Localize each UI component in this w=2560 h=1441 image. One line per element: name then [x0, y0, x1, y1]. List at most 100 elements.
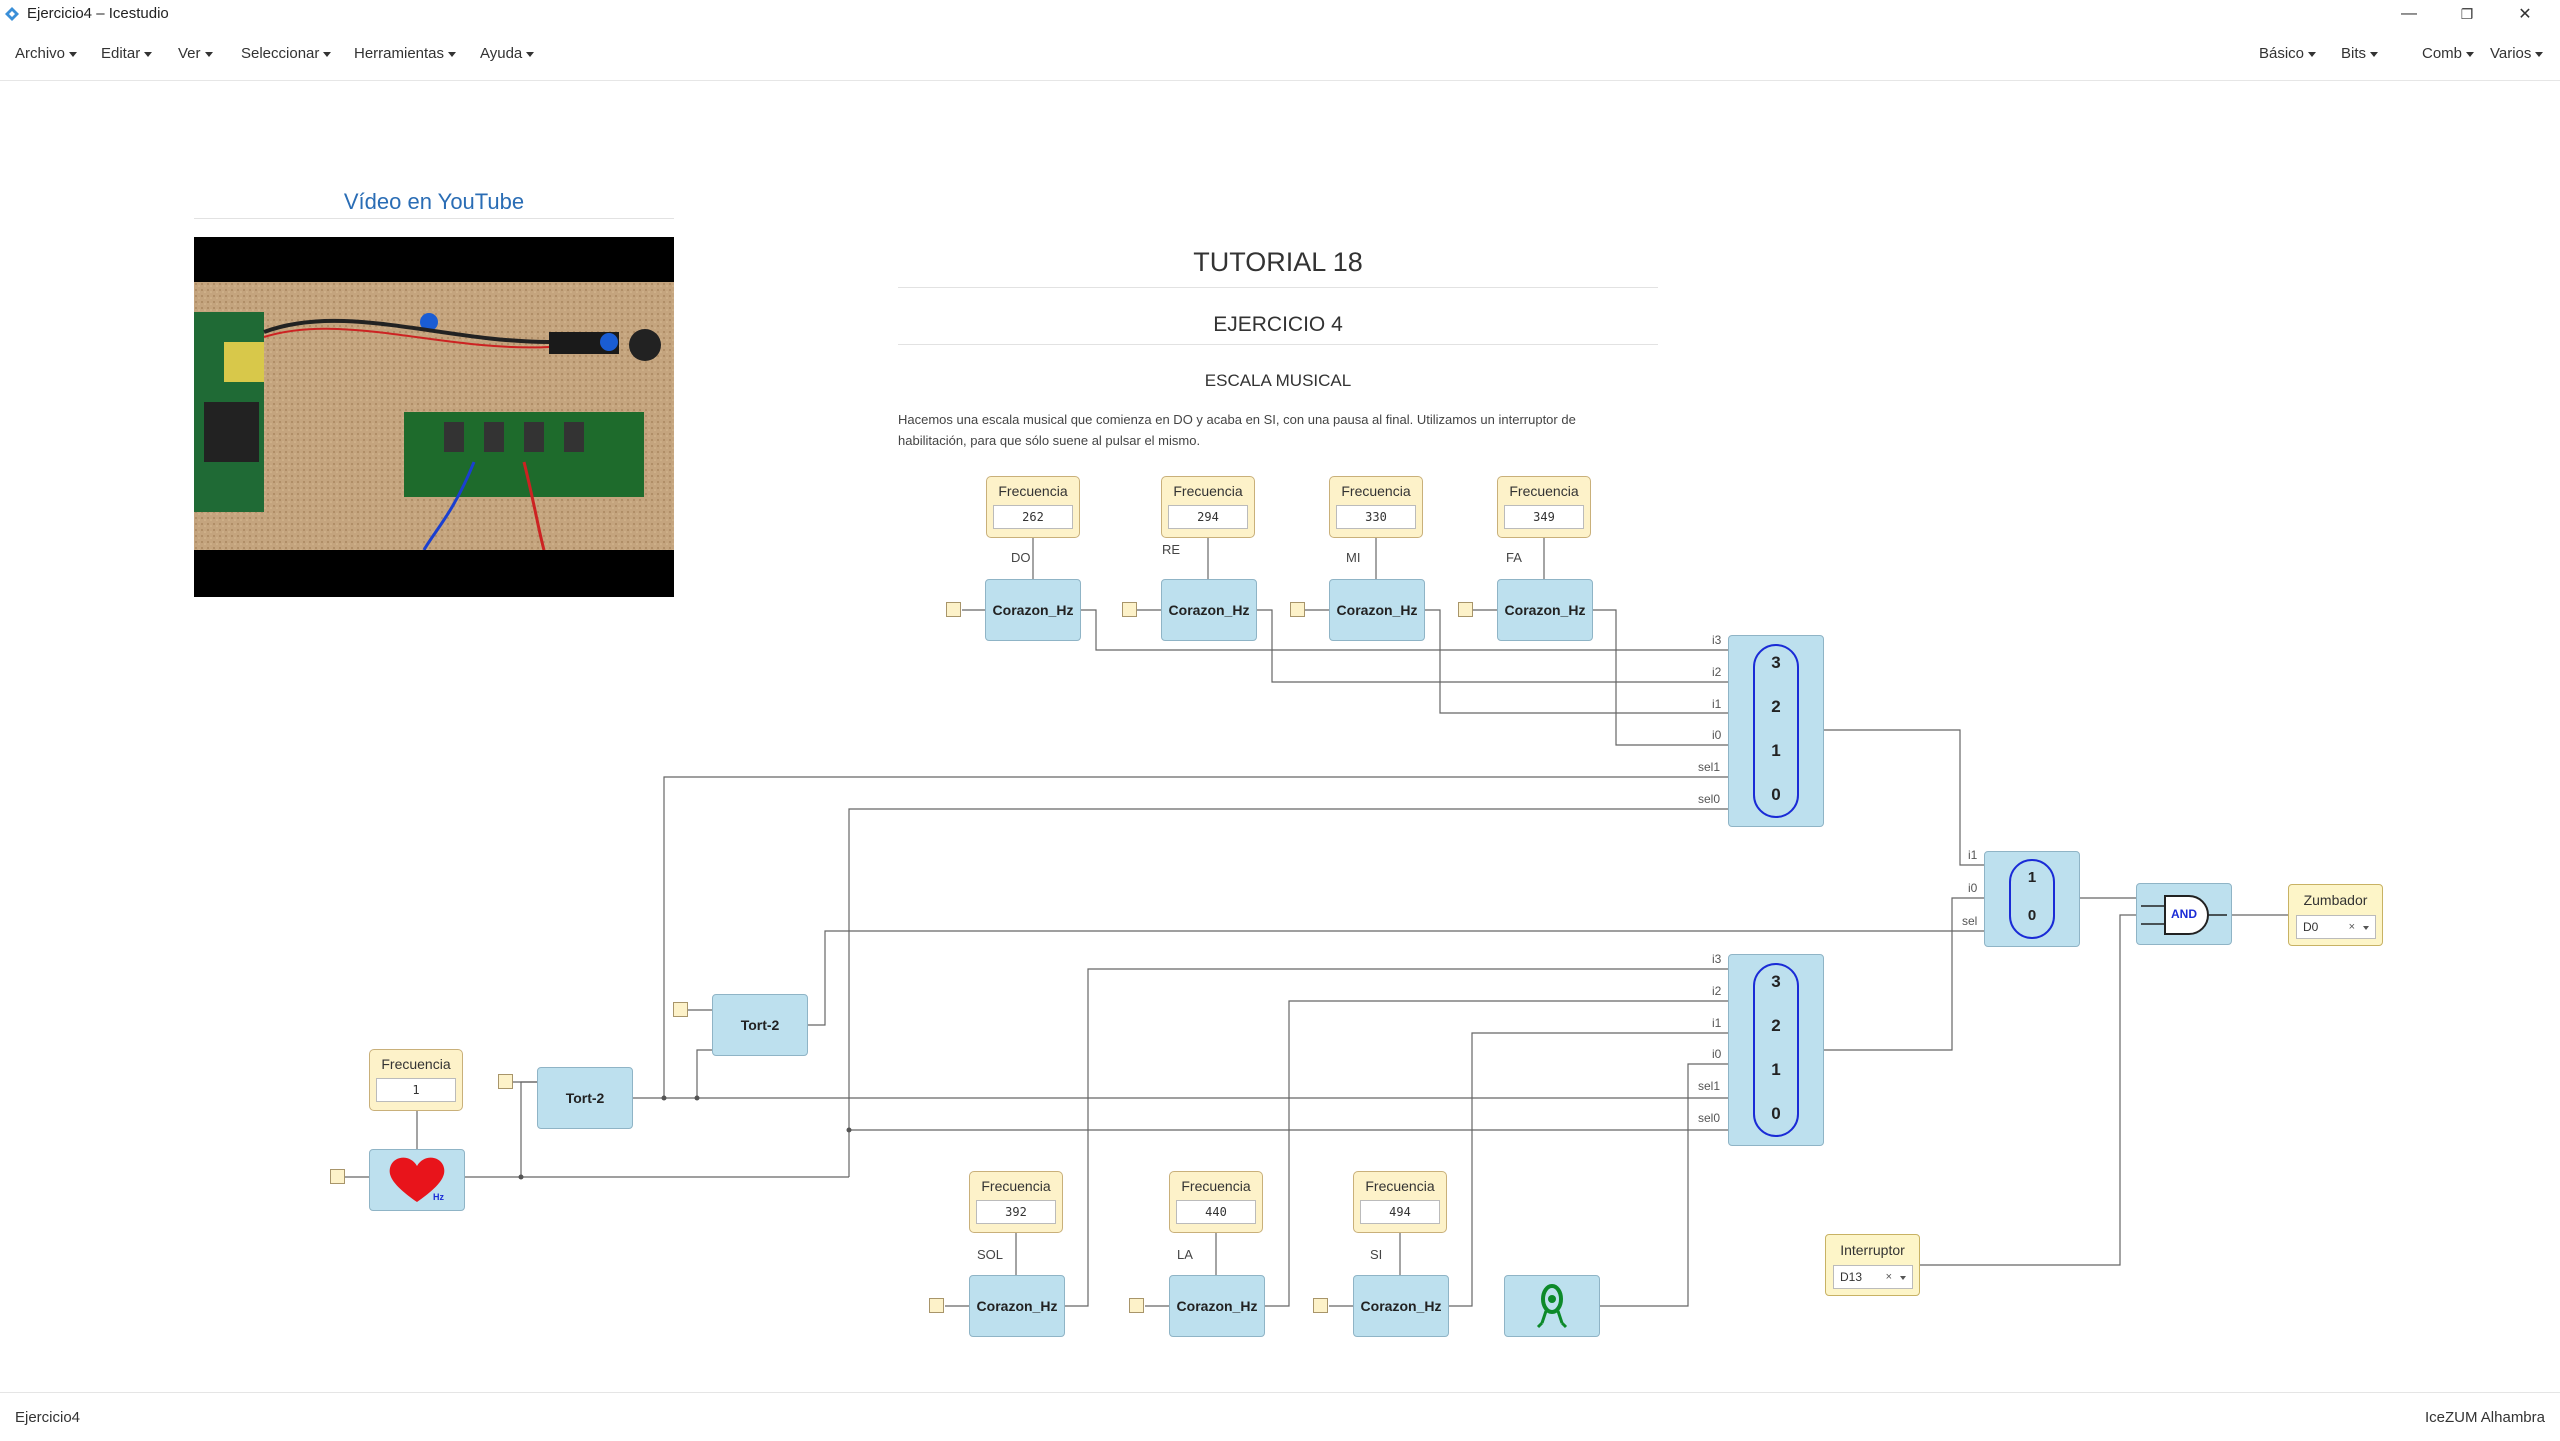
constant-frecuencia-sol[interactable]: Frecuencia 392: [969, 1171, 1063, 1233]
port-label: sel0: [1698, 792, 1721, 806]
constant-value[interactable]: 392: [976, 1200, 1056, 1224]
menu-seleccionar[interactable]: Seleccionar: [241, 28, 332, 80]
minimize-icon: —: [2401, 5, 2417, 22]
constant-value[interactable]: 330: [1336, 505, 1416, 529]
menu-bits[interactable]: Bits: [2341, 28, 2379, 80]
menu-label: Comb: [2422, 45, 2463, 62]
port-label: i1: [1712, 1016, 1722, 1030]
constant-header: Frecuencia: [981, 1178, 1051, 1194]
menu-label: Varios: [2490, 45, 2532, 62]
heart-hz-block[interactable]: Hz: [369, 1149, 465, 1211]
wires: [345, 538, 2288, 1307]
minimize-button[interactable]: —: [2380, 0, 2438, 28]
menu-label: Básico: [2259, 45, 2305, 62]
constant-header: Frecuencia: [1341, 483, 1411, 499]
pin-select[interactable]: D13 ×: [1833, 1265, 1913, 1289]
menu-label: Herramientas: [354, 45, 445, 62]
corazon-hz-block-sol[interactable]: Corazon_Hz: [969, 1275, 1065, 1337]
mux-oval: [1753, 644, 1799, 818]
menu-editar[interactable]: Editar: [101, 28, 153, 80]
section-title: ESCALA MUSICAL: [1204, 371, 1352, 390]
corazon-hz-block-do[interactable]: Corazon_Hz: [985, 579, 1081, 641]
board-name[interactable]: IceZUM Alhambra: [2424, 1409, 2545, 1426]
description-line: Hacemos una escala musical que comienza …: [898, 412, 1576, 427]
caret-down-icon: [2466, 51, 2475, 57]
port-label: i3: [1712, 633, 1722, 647]
divider: [898, 344, 1658, 345]
silence-block[interactable]: [1504, 1275, 1600, 1337]
and-gate-block[interactable]: AND: [2136, 883, 2232, 945]
clock-input[interactable]: [498, 1074, 513, 1089]
menu-label: Bits: [2341, 45, 2367, 62]
description-line: habilitación, para que sólo suene al pul…: [898, 433, 1201, 448]
caret-down-icon: [144, 51, 153, 57]
constant-value[interactable]: 440: [1176, 1200, 1256, 1224]
port-label: sel1: [1698, 1079, 1721, 1093]
breadboard-photo: [194, 282, 674, 550]
clock-input[interactable]: [1458, 602, 1473, 617]
corazon-hz-block-mi[interactable]: Corazon_Hz: [1329, 579, 1425, 641]
menu-ver[interactable]: Ver: [178, 28, 213, 80]
menu-comb[interactable]: Comb: [2422, 28, 2475, 80]
menu-bar: Archivo Editar Ver Seleccionar Herramien…: [0, 28, 2560, 81]
clock-input[interactable]: [1129, 1298, 1144, 1313]
constant-value[interactable]: 1: [376, 1078, 456, 1102]
pin-select[interactable]: D0×: [2296, 915, 2376, 939]
title-bar: Ejercicio4 – Icestudio — ❐ ✕: [0, 0, 2560, 28]
clock-input[interactable]: [330, 1169, 345, 1184]
mux-4-1-lower[interactable]: 3 2 1 0: [1728, 954, 1824, 1146]
port-label: sel1: [1698, 760, 1721, 774]
clock-input[interactable]: [929, 1298, 944, 1313]
constant-frecuencia-mi[interactable]: Frecuencia 330: [1329, 476, 1423, 538]
wire-label-re: RE: [1162, 542, 1181, 557]
corazon-hz-block-la[interactable]: Corazon_Hz: [1169, 1275, 1265, 1337]
corazon-hz-block-re[interactable]: Corazon_Hz: [1161, 579, 1257, 641]
menu-herramientas[interactable]: Herramientas: [354, 28, 457, 80]
clock-input[interactable]: [1313, 1298, 1328, 1313]
wire-label-sol: SOL: [977, 1247, 1004, 1262]
zumbador-output[interactable]: Zumbador D0×: [2288, 884, 2383, 946]
clock-input[interactable]: [673, 1002, 688, 1017]
menu-basico[interactable]: Básico: [2259, 28, 2317, 80]
divider: [898, 287, 1658, 288]
corazon-hz-block-fa[interactable]: Corazon_Hz: [1497, 579, 1593, 641]
port-label: i0: [1968, 881, 1978, 895]
menu-label: Editar: [101, 45, 141, 62]
corazon-hz-block-si[interactable]: Corazon_Hz: [1353, 1275, 1449, 1337]
caret-down-icon: [69, 51, 78, 57]
tort-2-block-lower[interactable]: Tort-2: [537, 1067, 633, 1129]
constant-value[interactable]: 262: [993, 505, 1073, 529]
interruptor-input[interactable]: Interruptor D13×: [1825, 1234, 1920, 1296]
tort-2-block-upper[interactable]: Tort-2: [712, 994, 808, 1056]
clock-input[interactable]: [946, 602, 961, 617]
constant-value[interactable]: 294: [1168, 505, 1248, 529]
close-button[interactable]: ✕: [2496, 0, 2554, 28]
clock-input[interactable]: [1122, 602, 1137, 617]
clear-icon[interactable]: ×: [1885, 1271, 1892, 1283]
clear-icon[interactable]: ×: [2348, 921, 2355, 933]
mux-2-1[interactable]: 1 0: [1984, 851, 2080, 947]
tutorial-title: TUTORIAL 18: [1193, 247, 1363, 277]
port-label: i2: [1712, 984, 1722, 998]
maximize-button[interactable]: ❐: [2438, 0, 2496, 28]
menu-ayuda[interactable]: Ayuda: [480, 28, 535, 80]
design-canvas[interactable]: Vídeo en YouTube: [0, 81, 2560, 1391]
constant-value[interactable]: 494: [1360, 1200, 1440, 1224]
wire-label-la: LA: [1177, 1247, 1193, 1262]
youtube-video[interactable]: [194, 237, 674, 597]
caret-down-icon: [2370, 51, 2379, 57]
constant-value[interactable]: 349: [1504, 505, 1584, 529]
menu-varios[interactable]: Varios: [2490, 28, 2544, 80]
mux-number: 1: [2027, 869, 2037, 886]
menu-archivo[interactable]: Archivo: [15, 28, 78, 80]
pin-value: D13: [1840, 1270, 1863, 1284]
and-label: AND: [2171, 907, 2197, 921]
mux-4-1-upper[interactable]: 3 2 1 0: [1728, 635, 1824, 827]
clock-input[interactable]: [1290, 602, 1305, 617]
